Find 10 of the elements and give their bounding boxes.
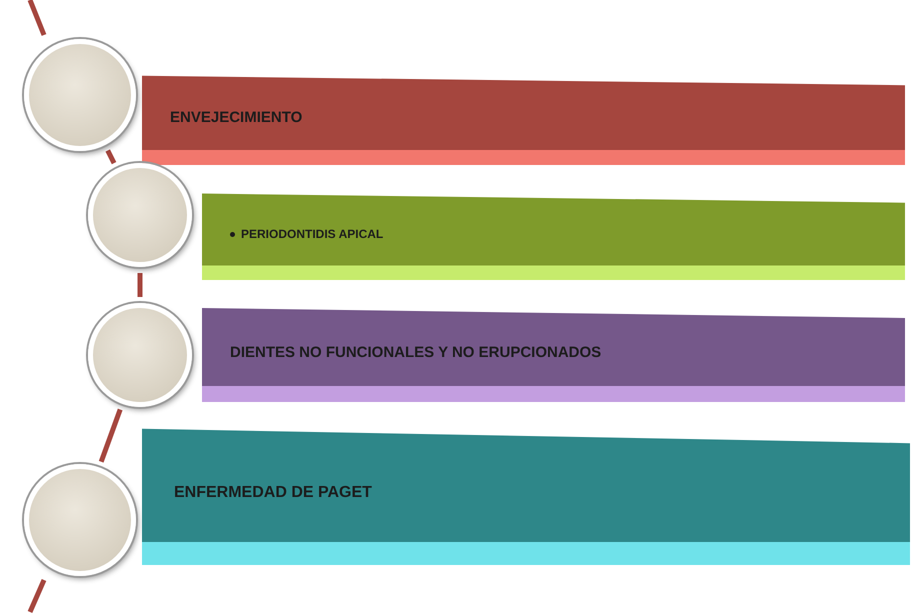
bar-label: ENFERMEDAD DE PAGET [174, 484, 372, 502]
connector-line [138, 273, 142, 297]
circle-marker [88, 163, 192, 267]
connector-line [98, 408, 123, 463]
connector-line [28, 579, 46, 613]
connector-line [28, 0, 46, 36]
bar-label: DIENTES NO FUNCIONALES Y NO ERUPCIONADOS [230, 344, 602, 360]
bar-label: ENVEJECIMIENTO [170, 109, 302, 126]
bar-label: PERIODONTIDIS APICAL [241, 227, 384, 241]
connector-line [106, 149, 116, 164]
